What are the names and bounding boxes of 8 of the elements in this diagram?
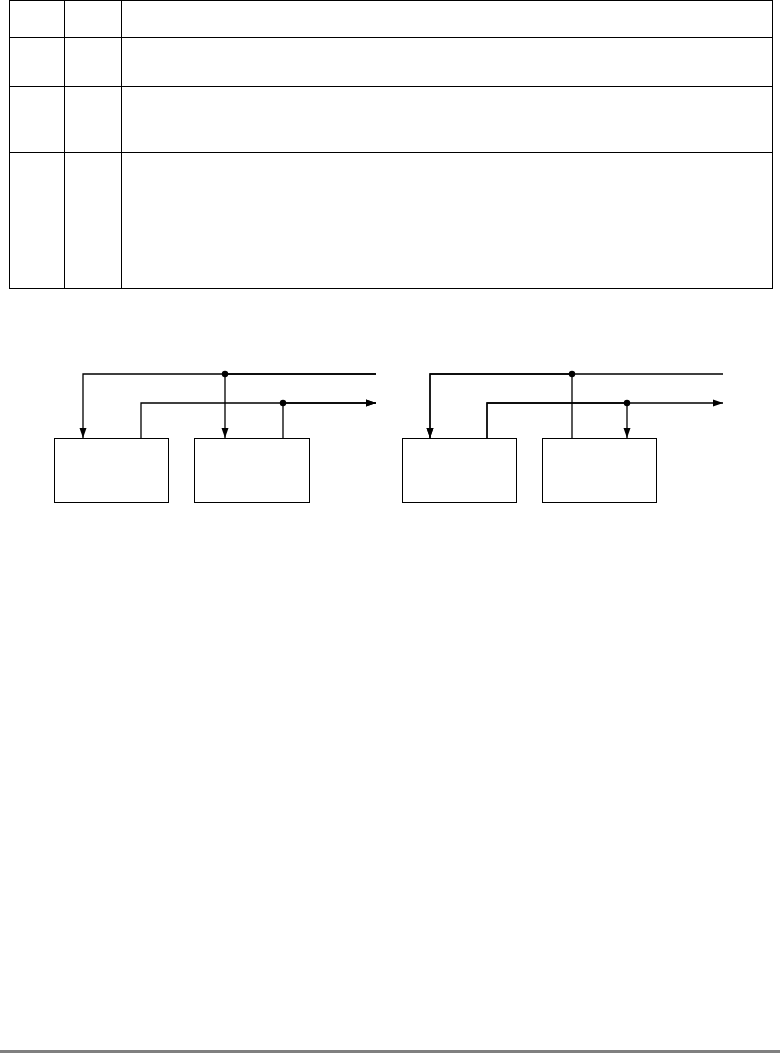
empty-box: [542, 438, 657, 503]
arrow: [486, 399, 724, 439]
arrow: [221, 373, 377, 439]
empty-box: [402, 438, 517, 503]
arrow: [282, 399, 377, 439]
empty-box: [54, 438, 169, 503]
empty-box: [194, 438, 310, 503]
arrow: [426, 373, 573, 439]
